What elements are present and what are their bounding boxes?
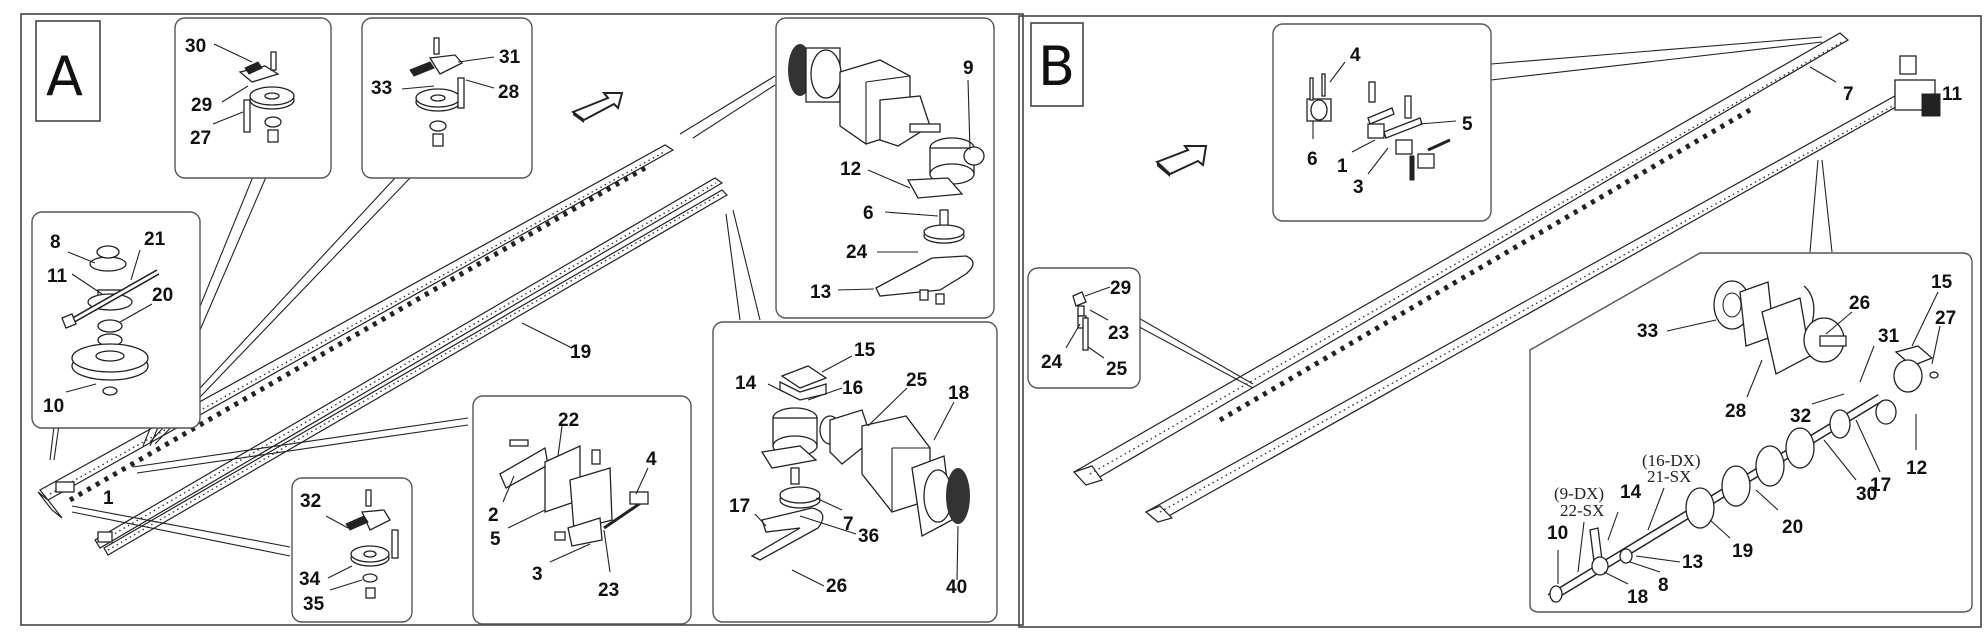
callout-a-35: 35 <box>303 594 325 615</box>
callout-b-3: 3 <box>1353 177 1364 198</box>
leader-a-30 <box>213 43 253 63</box>
rail-upper-b <box>1072 32 1850 486</box>
arrow-icon <box>570 92 624 123</box>
callout-a-24: 24 <box>846 242 868 263</box>
panel-a: A <box>20 13 1024 626</box>
callout-b-14: 14 <box>1620 482 1642 503</box>
panel-a-frame <box>20 13 1024 626</box>
callout-b-28: 28 <box>1725 401 1746 422</box>
callout-b-26: 26 <box>1849 293 1870 314</box>
callout-a-33: 33 <box>371 78 392 99</box>
callout-b-5: 5 <box>1462 114 1473 135</box>
variant-label-16-dx: (16-DX) <box>1642 451 1701 470</box>
detail-box-tensioner-pulley-c <box>291 477 413 623</box>
callout-a-11: 11 <box>47 266 68 287</box>
panel-b: B <box>1018 15 1982 628</box>
callout-b-4: 4 <box>1350 45 1361 66</box>
callout-a-20: 20 <box>152 285 173 306</box>
callout-a-32: 32 <box>300 491 321 512</box>
fan-grille-icon <box>946 468 970 524</box>
callout-b-33: 33 <box>1637 321 1658 342</box>
callout-a-4: 4 <box>646 449 657 470</box>
callout-b-11: 11 <box>1942 84 1963 105</box>
detail-box-roller-shaft-drive <box>1529 252 1973 613</box>
callout-b-27: 27 <box>1935 308 1956 329</box>
detail-box-guide-bracket <box>1027 267 1141 389</box>
callout-b-18: 18 <box>1627 587 1648 608</box>
callout-a-22: 22 <box>558 410 579 431</box>
callout-b-31: 31 <box>1878 326 1900 347</box>
callout-a-18: 18 <box>948 383 969 404</box>
variant-label-9-dx: (9-DX) <box>1554 484 1604 503</box>
callout-a-31: 31 <box>499 47 521 68</box>
callout-a-29: 29 <box>191 95 212 116</box>
callout-a-34: 34 <box>299 569 321 590</box>
callout-a-25: 25 <box>906 370 928 391</box>
callout-b-17: 17 <box>1870 475 1891 496</box>
callout-b-20: 20 <box>1782 517 1803 538</box>
callout-b-23: 23 <box>1108 323 1129 344</box>
callout-a-14: 14 <box>735 373 757 394</box>
callout-b-24: 24 <box>1041 352 1063 373</box>
panel-b-frame <box>1018 15 1982 628</box>
callout-a-7: 7 <box>843 514 854 535</box>
callout-a-16: 16 <box>842 378 863 399</box>
callout-b-7: 7 <box>1843 84 1854 105</box>
callout-a-12: 12 <box>840 159 861 180</box>
detail-box-motor-drive-bottom <box>712 321 998 623</box>
callout-a-6: 6 <box>863 203 874 224</box>
detail-box-tensioner-pulley-a <box>174 17 332 179</box>
drive-unit-b <box>1894 55 1941 117</box>
callout-a-28: 28 <box>498 82 519 103</box>
variant-label-22-sx: 22-SX <box>1560 501 1604 520</box>
callout-a-1: 1 <box>103 488 114 509</box>
detail-box-motor-drive-top <box>775 17 995 319</box>
callout-b-8: 8 <box>1658 575 1669 596</box>
callout-b-25: 25 <box>1106 359 1128 380</box>
callout-a-19: 19 <box>570 342 591 363</box>
callout-a-10: 10 <box>43 396 64 417</box>
callout-b-15: 15 <box>1931 272 1953 293</box>
callout-a-26: 26 <box>826 576 847 597</box>
callout-a-23: 23 <box>598 580 619 601</box>
leaders-panel-b <box>1129 36 1833 389</box>
callout-a-30: 30 <box>185 36 206 57</box>
variant-label-21-sx: 21-SX <box>1647 467 1691 486</box>
detail-box-sensor-bracket <box>472 395 692 625</box>
panel-b-letter-box <box>1030 22 1084 107</box>
detail-box-idler-pulley <box>31 211 201 429</box>
callout-b-30: 30 <box>1856 484 1877 505</box>
callout-a-21: 21 <box>144 229 166 250</box>
callout-b-10: 10 <box>1547 523 1568 544</box>
callout-a-5: 5 <box>490 529 501 550</box>
rail-lower-a <box>94 177 728 556</box>
callout-a-36: 36 <box>858 526 879 547</box>
panel-a-letter: A <box>46 45 83 108</box>
leaders-panel-a <box>49 75 776 557</box>
callout-b-32: 32 <box>1790 406 1811 427</box>
callout-a-40: 40 <box>946 577 967 598</box>
detail-box-clamp-assembly <box>1272 23 1492 222</box>
callout-a-9: 9 <box>963 58 974 79</box>
callout-b-12: 12 <box>1906 458 1927 479</box>
callout-a-13: 13 <box>810 282 831 303</box>
panel-a-letter-box <box>35 20 101 122</box>
callout-b-13: 13 <box>1682 552 1703 573</box>
callout-a-8: 8 <box>50 232 61 253</box>
callout-b-29: 29 <box>1110 278 1131 299</box>
arrow-icon <box>1155 145 1208 177</box>
callout-a-27: 27 <box>190 128 211 149</box>
callout-b-19: 19 <box>1732 541 1753 562</box>
callout-a-3: 3 <box>532 564 543 585</box>
callout-b-6: 6 <box>1307 149 1318 170</box>
callout-a-2: 2 <box>488 505 499 526</box>
callout-a-15: 15 <box>854 340 876 361</box>
panel-b-letter: B <box>1038 35 1075 98</box>
callout-b-1: 1 <box>1337 156 1348 177</box>
callout-a-17: 17 <box>729 496 750 517</box>
